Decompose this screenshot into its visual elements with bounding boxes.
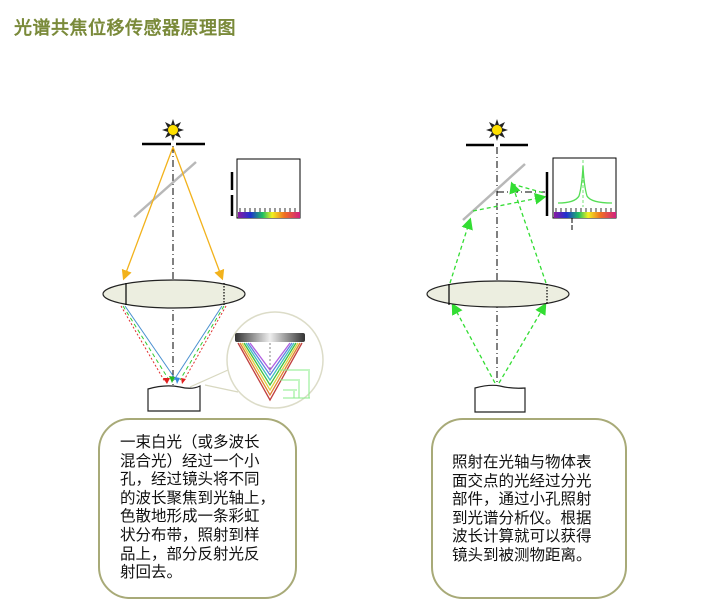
light-source-icon bbox=[162, 119, 184, 141]
spectrometer bbox=[545, 157, 617, 230]
objective-lens bbox=[102, 279, 246, 309]
left-caption-box: 一束白光（或多波长 混合光）经过一个小 孔，经过镜头将不同 的波长聚焦到光轴上，… bbox=[98, 418, 297, 599]
beam-splitter bbox=[133, 161, 197, 218]
reflected-rays bbox=[449, 181, 547, 384]
objective-lens bbox=[426, 280, 570, 308]
caption-line: 混合光）经过一个小 bbox=[120, 451, 260, 470]
incident-ray-left bbox=[121, 146, 174, 281]
sample-object bbox=[147, 385, 201, 412]
caption-line: 照射在光轴与物体表 bbox=[452, 453, 592, 471]
caption-line: 的波长聚焦到光轴上， bbox=[120, 488, 276, 507]
light-source-icon bbox=[486, 119, 508, 141]
sample-object bbox=[474, 384, 526, 413]
caption-line: 波长计算就可以获得 bbox=[452, 527, 592, 546]
caption-line: 状分布带，照射到样 bbox=[120, 525, 260, 544]
left-diagram bbox=[102, 119, 324, 412]
caption-line: 射回去。 bbox=[120, 563, 183, 582]
right-diagram bbox=[426, 119, 617, 413]
spectrometer bbox=[230, 158, 301, 219]
dispersed-rays bbox=[120, 305, 227, 384]
caption-line: 到光谱分析仪。根据 bbox=[452, 508, 592, 527]
caption-line: 色散地形成一条彩虹 bbox=[120, 507, 260, 526]
incident-ray-right bbox=[172, 146, 225, 281]
caption-line: 品上，部分反射光反 bbox=[120, 544, 260, 563]
page-title: 光谱共焦位移传感器原理图 bbox=[14, 18, 236, 39]
caption-line: 面交点的光经过分光 bbox=[452, 471, 592, 490]
right-caption-box: 照射在光轴与物体表 面交点的光经过分光 部件，通过小孔照射 到光谱分析仪。根据 … bbox=[431, 418, 627, 599]
caption-line: 镜头到被测物距离。 bbox=[452, 545, 592, 564]
caption-line: 一束白光（或多波长 bbox=[120, 433, 260, 451]
caption-line: 部件，通过小孔照射 bbox=[452, 490, 592, 509]
caption-line: 孔，经过镜头将不同 bbox=[120, 470, 260, 489]
magnified-focus-inset bbox=[189, 311, 324, 409]
